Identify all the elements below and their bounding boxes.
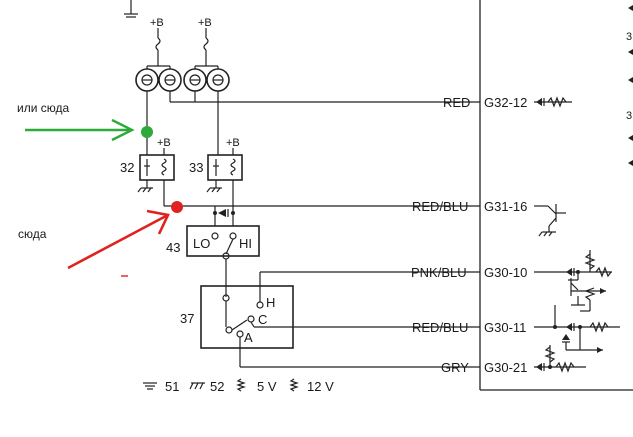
relay-33: 33 — [189, 154, 243, 181]
terminal-g30-11: G30-11 — [484, 320, 526, 335]
fuse-left: +B — [150, 17, 164, 66]
relay-circle-1 — [135, 68, 159, 92]
wire-color-pnk-blu: PNK/BLU — [411, 265, 467, 280]
relay-32-ground — [137, 180, 153, 193]
label-hi: HI — [239, 236, 252, 251]
resistor-12v-symbol: 12 V — [289, 378, 334, 394]
green-marker-dot — [141, 126, 153, 138]
supply-33: +B — [226, 137, 240, 155]
top-ground-symbol — [124, 0, 138, 18]
g32-12-signal-arrow — [534, 96, 572, 108]
wire-color-red-blu: RED/BLU — [412, 199, 468, 214]
label-32: 32 — [120, 160, 134, 175]
label-43: 43 — [166, 240, 180, 255]
terminal-g31-16: G31-16 — [484, 199, 527, 214]
relay-circle-2 — [158, 68, 182, 92]
green-arrow — [25, 118, 135, 142]
terminal-g32-12: G32-12 — [484, 95, 527, 110]
plus-b-label: +B — [157, 137, 171, 149]
switch-43: LO HI 43 — [166, 225, 260, 260]
red-arrow — [67, 209, 170, 270]
g30-10-circuit — [534, 250, 612, 306]
label-33: 33 — [189, 160, 203, 175]
right-edge-marks: 3 3 — [626, 5, 633, 166]
edge-digit: 3 — [626, 31, 632, 43]
g30-21-circuit — [534, 345, 586, 373]
resistor-5v-symbol: 5 V — [236, 378, 277, 394]
label-37: 37 — [180, 311, 194, 326]
red-annotation-label: сюда — [18, 227, 47, 241]
red-marker-dot — [171, 201, 183, 213]
diode-pair — [213, 206, 235, 226]
fuse-right: +B — [198, 17, 212, 66]
wire-color-red: RED — [443, 95, 470, 110]
legend-12v: 12 V — [307, 379, 334, 394]
label-a: A — [244, 330, 253, 345]
ground-symbol-51: 51 — [143, 379, 179, 394]
legend-51: 51 — [165, 379, 179, 394]
g31-16-transistor — [534, 204, 566, 237]
relay-33-ground — [206, 180, 222, 193]
terminal-g30-21: G30-21 — [484, 360, 527, 375]
g30-11-circuit — [534, 287, 620, 353]
plus-b-label: +B — [198, 17, 212, 29]
supply-32: +B — [157, 137, 171, 155]
plus-b-label: +B — [150, 17, 164, 29]
relay-32: 32 — [120, 154, 175, 181]
legend: 51 52 5 V 12 V — [143, 378, 334, 394]
plus-b-label: +B — [226, 137, 240, 149]
label-lo: LO — [193, 236, 210, 251]
label-c: C — [258, 312, 267, 327]
relay-circle-4 — [206, 68, 230, 92]
relay-circle-3 — [183, 68, 207, 92]
green-annotation-label: или сюда — [17, 101, 69, 115]
wire-color-gry: GRY — [441, 360, 469, 375]
wire-color-red-blu-2: RED/BLU — [412, 320, 468, 335]
label-h: H — [266, 295, 275, 310]
edge-digit: 3 — [626, 110, 632, 122]
terminal-g30-10: G30-10 — [484, 265, 527, 280]
ground-symbol-52: 52 — [189, 379, 224, 394]
legend-52: 52 — [210, 379, 224, 394]
legend-5v: 5 V — [257, 379, 277, 394]
switch-37: H C A 37 — [180, 285, 294, 349]
